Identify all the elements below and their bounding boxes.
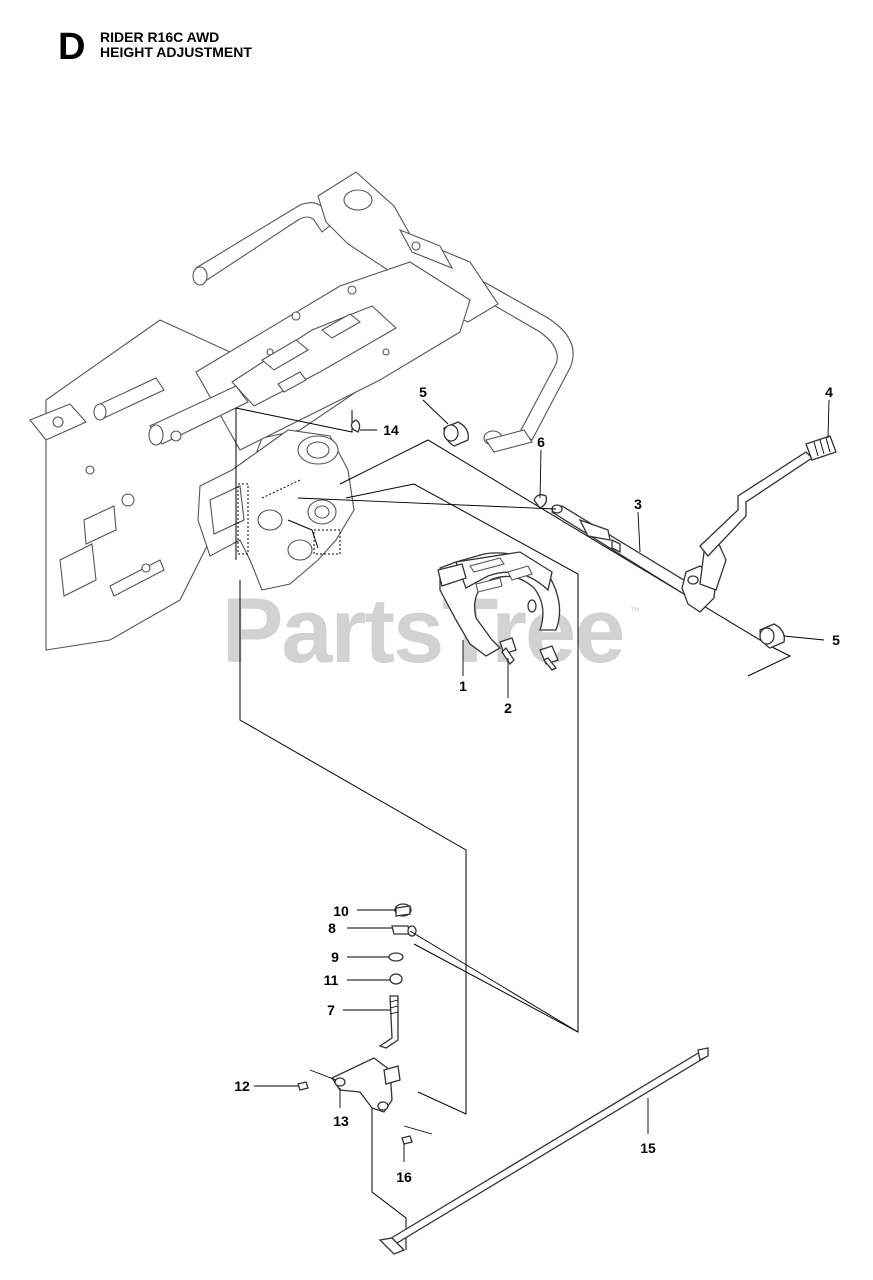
callout-12: 12: [234, 1078, 250, 1094]
lower-linkage: [297, 903, 433, 1145]
bushings: [443, 421, 785, 649]
callout-2: 2: [504, 700, 512, 716]
callout-10: 10: [333, 903, 349, 919]
callout-11: 11: [324, 972, 339, 988]
watermark-trademark: ™: [630, 606, 640, 617]
connecting-rod: [378, 1047, 709, 1255]
cam-plate: [437, 551, 561, 657]
callout-8: 8: [328, 920, 336, 936]
callout-14: 14: [383, 422, 399, 438]
model-title: RIDER R16C AWD: [100, 29, 220, 45]
chassis-frame: [29, 171, 574, 651]
callout-4: 4: [825, 384, 833, 400]
callout-15: 15: [640, 1140, 656, 1156]
callout-6: 6: [537, 434, 545, 450]
callout-5-lower: 5: [832, 632, 840, 648]
section-letter: D: [58, 26, 86, 68]
callout-9: 9: [331, 949, 339, 965]
bolts: [499, 637, 559, 671]
callout-labels: 1 2 3 4 5 5 6 7 8 9 10 11 12 13 14 15 16: [234, 384, 840, 1185]
callout-3: 3: [634, 496, 642, 512]
section-title: HEIGHT ADJUSTMENT: [100, 44, 252, 60]
clips: [350, 419, 548, 509]
leader-lines: [254, 399, 830, 1162]
callout-16: 16: [396, 1169, 412, 1185]
lift-shaft-and-lever: [550, 435, 837, 613]
callout-13: 13: [333, 1113, 349, 1129]
callout-7: 7: [327, 1002, 335, 1018]
callout-1: 1: [459, 678, 467, 694]
callout-5-upper: 5: [419, 384, 427, 400]
